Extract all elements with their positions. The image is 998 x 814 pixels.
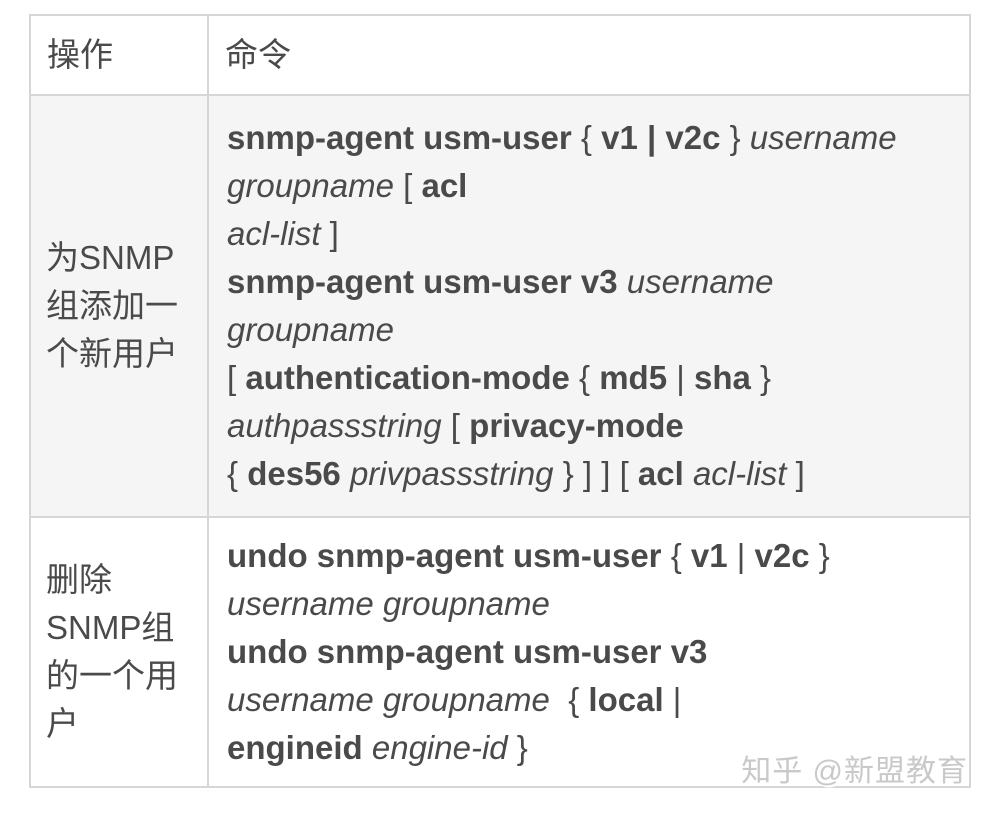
command-cell: snmp-agent usm-user { v1 | v2c } usernam… (207, 94, 971, 518)
command-line: undo snmp-agent usm-user v3 (227, 633, 708, 670)
header-row: 操作 命令 (29, 14, 971, 96)
command-line: username groupname (227, 585, 550, 622)
operation-cell: 为SNMP 组添加一 个新用户 (29, 94, 209, 518)
header-cell-command: 命令 (207, 14, 971, 96)
table-row-add-snmp-user: 为SNMP 组添加一 个新用户 snmp-agent usm-user { v1… (29, 94, 971, 518)
watermark: 知乎 @新盟教育 (741, 755, 968, 788)
command-cell: undo snmp-agent usm-user { v1 | v2c } use… (207, 516, 971, 788)
command-line: groupname (227, 311, 394, 348)
command-line: authpassstring [ privacy-mode (227, 407, 684, 444)
command-line: engineid engine-id } (227, 729, 528, 766)
table-row-delete-snmp-user: 删除 SNMP组 的一个用 户 undo snmp-agent usm-user… (29, 516, 971, 788)
command-line: username groupname { local | (227, 681, 682, 718)
snmp-command-table: 操作 命令 为SNMP 组添加一 个新用户 snmp-agent usm-use… (29, 14, 971, 788)
command-line: acl-list ] (227, 215, 339, 252)
command-line: snmp-agent usm-user { v1 | v2c } usernam… (227, 119, 897, 156)
command-line: { des56 privpassstring } ] ] [ acl acl-l… (227, 455, 805, 492)
command-line: [ authentication-mode { md5 | sha } (227, 359, 772, 396)
header-cell-operation: 操作 (29, 14, 209, 96)
operation-cell: 删除 SNMP组 的一个用 户 (29, 516, 209, 788)
command-line: undo snmp-agent usm-user { v1 | v2c } (227, 537, 830, 574)
command-line: groupname [ acl (227, 167, 468, 204)
command-line: snmp-agent usm-user v3 username (227, 263, 774, 300)
